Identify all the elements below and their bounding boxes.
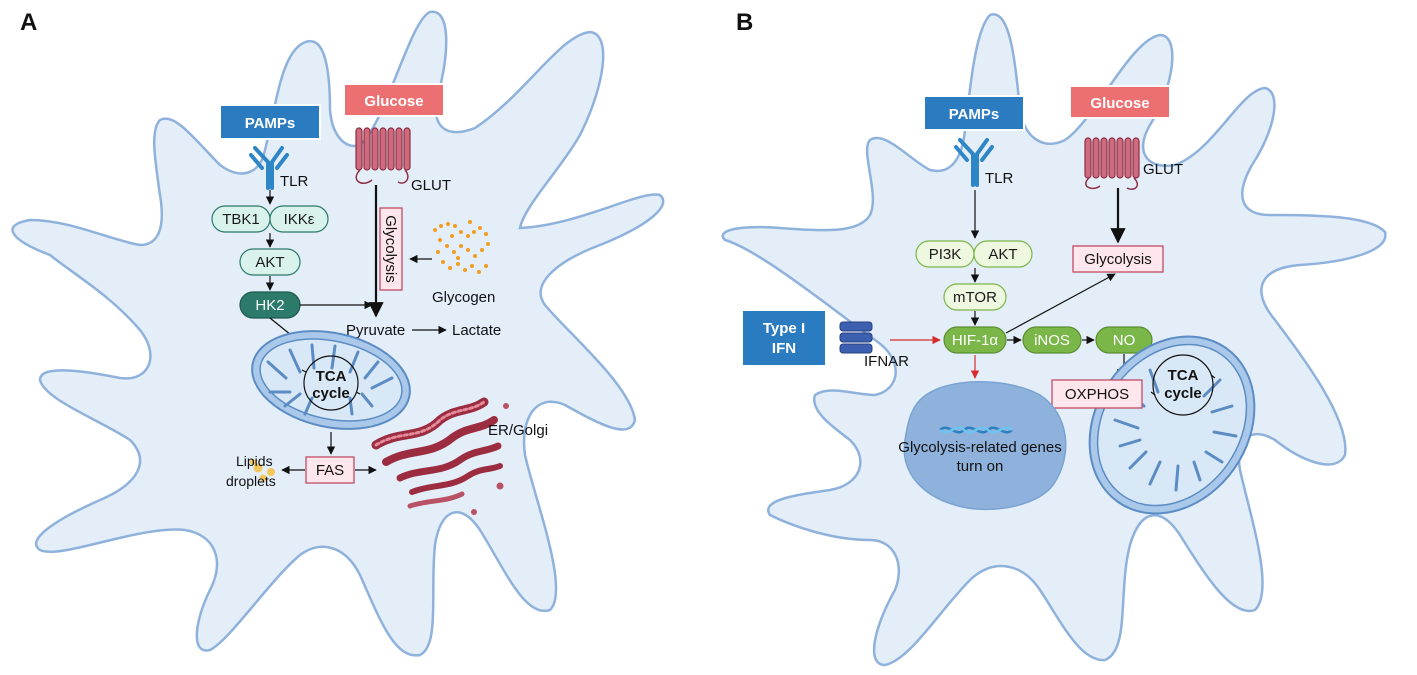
tbk1-label: TBK1	[222, 211, 260, 228]
akt-label-b: AKT	[988, 246, 1017, 263]
glycolysis-label-b: Glycolysis	[1084, 251, 1152, 268]
tca-label-b-line1: TCA	[1168, 367, 1199, 384]
tlr-label-a: TLR	[280, 173, 309, 190]
lipids-label-line2: droplets	[226, 473, 276, 489]
tca-label-b-line2: cycle	[1164, 385, 1202, 402]
pamps-banner-a	[219, 104, 321, 140]
ifnar-receptor-icon	[839, 321, 873, 354]
glycolysis-box-b	[1072, 245, 1164, 273]
ifnar-label: IFNAR	[864, 353, 909, 370]
pi3k-label: PI3K	[929, 246, 962, 263]
tca-label-a-line1: TCA	[316, 368, 347, 385]
genes-label-line2: turn on	[957, 458, 1004, 475]
pamps-banner-b	[923, 95, 1025, 131]
oxphos-box	[1051, 379, 1143, 409]
glut-transporter-icon-b	[1084, 137, 1140, 179]
no-label: NO	[1113, 332, 1136, 349]
panel-b-letter: B	[736, 9, 753, 36]
akt-label-a: AKT	[255, 254, 284, 271]
fas-label: FAS	[316, 462, 344, 479]
hif1a-node	[943, 326, 1007, 354]
oxphos-label: OXPHOS	[1065, 386, 1129, 403]
inos-node	[1022, 326, 1082, 354]
tlr-receptor-icon-b	[954, 138, 994, 187]
glut-loops-b	[1085, 177, 1139, 190]
hk2-label: HK2	[255, 297, 284, 314]
hif1a-label: HIF-1α	[952, 332, 999, 349]
ikke-node	[269, 205, 329, 233]
glycogen-icon	[433, 220, 490, 274]
inos-label: iNOS	[1034, 332, 1070, 349]
akt-node-b	[973, 240, 1033, 268]
lipid-droplets-icon	[250, 459, 275, 482]
no-node	[1095, 326, 1153, 354]
glut-label-b: GLUT	[1143, 161, 1183, 178]
glycogen-label: Glycogen	[432, 289, 495, 306]
ifn-label-line2: IFN	[772, 340, 796, 357]
glucose-label-b: Glucose	[1090, 95, 1149, 112]
glucose-banner-b	[1069, 85, 1171, 119]
arrow-hif-glycolysis	[1005, 273, 1116, 334]
panel-a: A PAMPs Glucose TLR GLUT	[11, 9, 665, 657]
er-golgi-icon	[371, 397, 509, 515]
fas-box	[305, 456, 355, 484]
tca-label-a-line2: cycle	[312, 385, 350, 402]
panel-b: B PAMPs Glucose TLR GLUT	[721, 9, 1387, 667]
tlr-label-b: TLR	[985, 170, 1014, 187]
mtor-label: mTOR	[953, 289, 997, 306]
pyruvate-label: Pyruvate	[346, 322, 405, 339]
glucose-banner-a	[343, 83, 445, 117]
glut-label-a: GLUT	[411, 177, 451, 194]
mtor-node	[943, 283, 1007, 311]
ikke-label: IKKε	[284, 211, 315, 228]
akt-node-a	[239, 248, 301, 276]
glut-loops-a	[355, 169, 409, 184]
er-golgi-label: ER/Golgi	[488, 422, 548, 439]
ifn-label-line1: Type I	[763, 320, 805, 337]
panel-a-letter: A	[20, 9, 37, 36]
pamps-label-a: PAMPs	[245, 115, 296, 132]
nucleus	[903, 381, 1067, 511]
pamps-label-b: PAMPs	[949, 106, 1000, 123]
glycolysis-label-a: Glycolysis	[382, 215, 399, 283]
genes-label-line1: Glycolysis-related genes	[898, 439, 1061, 456]
lactate-label: Lactate	[452, 322, 501, 339]
mitochondrion-icon-a	[251, 330, 411, 430]
tlr-receptor-icon-a	[249, 146, 289, 190]
glycolysis-box-a	[379, 207, 403, 291]
glut-transporter-icon-a	[355, 127, 411, 171]
lipids-label-line1: Lipids	[236, 453, 273, 469]
type-i-ifn-banner	[741, 309, 827, 367]
glucose-label-a: Glucose	[364, 93, 423, 110]
dna-icon	[939, 426, 1013, 434]
